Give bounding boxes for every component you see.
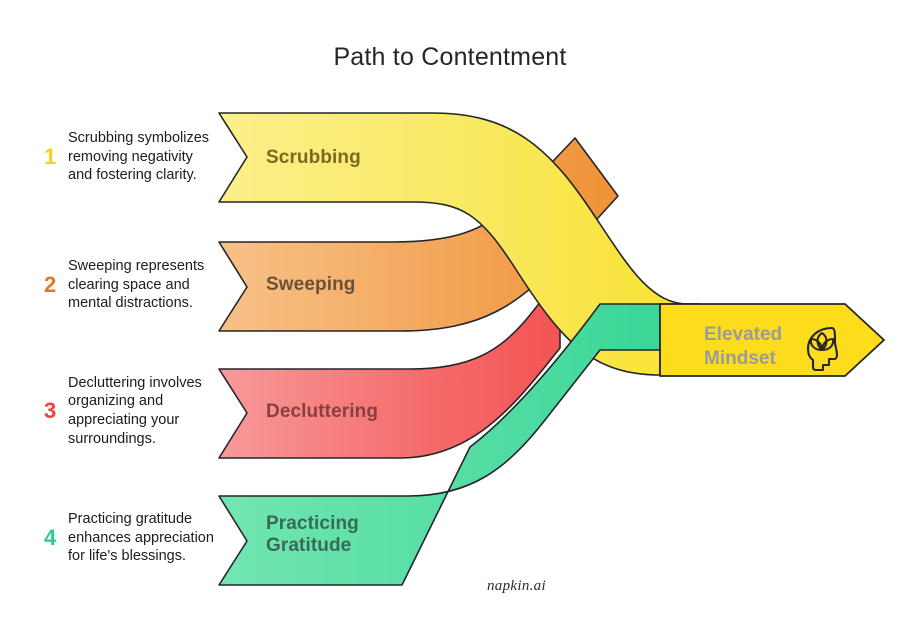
- step-description-2: Sweeping represents clearing space and m…: [68, 258, 205, 312]
- outcome-chevron[interactable]: [659, 303, 885, 377]
- step-item-4: 4 Practicing gratitude enhances apprecia…: [44, 489, 219, 587]
- outcome-label: Elevated Mindset: [704, 324, 783, 369]
- step-description-3: Decluttering involves organizing and app…: [68, 374, 202, 447]
- step-description-4: Practicing gratitude enhances appreciati…: [68, 511, 214, 565]
- step-number-3: 3: [44, 398, 57, 423]
- band-label-practicing-gratitude: Practicing Gratitude: [266, 513, 359, 557]
- step-item-2: 2 Sweeping represents clearing space and…: [44, 236, 219, 334]
- step-item-1: 1 Scrubbing symbolizes removing negativi…: [44, 98, 219, 216]
- step-item-3: 3 Decluttering involves organizing and a…: [44, 352, 219, 470]
- band-label-scrubbing: Scrubbing: [266, 147, 361, 168]
- page-title: Path to Contentment: [333, 43, 567, 71]
- step-description-1: Scrubbing symbolizes removing negativity…: [68, 130, 210, 184]
- band-decluttering: [218, 276, 561, 459]
- napkin-watermark: napkin.ai: [487, 578, 546, 594]
- head-lotus-icon: [806, 326, 839, 372]
- step-number-4: 4: [44, 525, 57, 550]
- step-number-2: 2: [44, 272, 57, 297]
- band-label-decluttering: Decluttering: [266, 401, 379, 422]
- band-label-sweeping: Sweeping: [266, 274, 356, 295]
- step-number-1: 1: [44, 144, 57, 169]
